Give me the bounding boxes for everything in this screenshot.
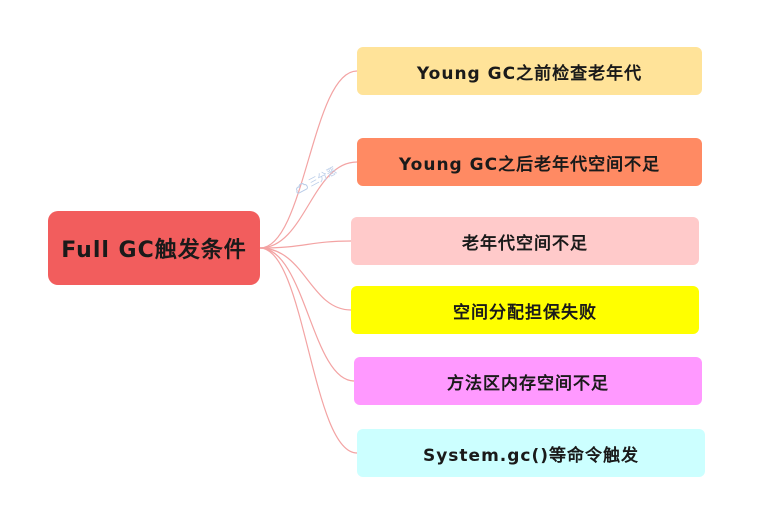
node-allocation-guarantee-failed[interactable]: 空间分配担保失败 — [351, 286, 699, 334]
root-node[interactable]: Full GC触发条件 — [48, 211, 260, 285]
node-label: System.gc()等命令触发 — [422, 445, 640, 466]
node-label: Young GC之后老年代空间不足 — [398, 154, 661, 175]
node-old-gen-insufficient[interactable]: 老年代空间不足 — [351, 217, 699, 265]
link-3 — [259, 240, 352, 249]
cloud-logo-icon — [295, 182, 308, 194]
link-4 — [259, 247, 352, 311]
node-label: 空间分配担保失败 — [453, 302, 597, 323]
watermark: 三分恶 — [291, 162, 339, 197]
node-young-gc-before-check[interactable]: Young GC之前检查老年代 — [357, 47, 702, 95]
node-young-gc-after-insufficient[interactable]: Young GC之后老年代空间不足 — [357, 138, 702, 186]
link-5 — [259, 247, 355, 382]
node-label: Young GC之前检查老年代 — [416, 63, 643, 84]
node-label: 方法区内存空间不足 — [447, 373, 609, 394]
node-method-area-insufficient[interactable]: 方法区内存空间不足 — [354, 357, 702, 405]
node-label: 老年代空间不足 — [462, 233, 588, 254]
root-label: Full GC触发条件 — [61, 238, 247, 263]
link-1 — [259, 70, 358, 249]
link-2 — [259, 161, 358, 249]
node-system-gc-trigger[interactable]: System.gc()等命令触发 — [357, 429, 705, 477]
link-6 — [259, 247, 358, 454]
